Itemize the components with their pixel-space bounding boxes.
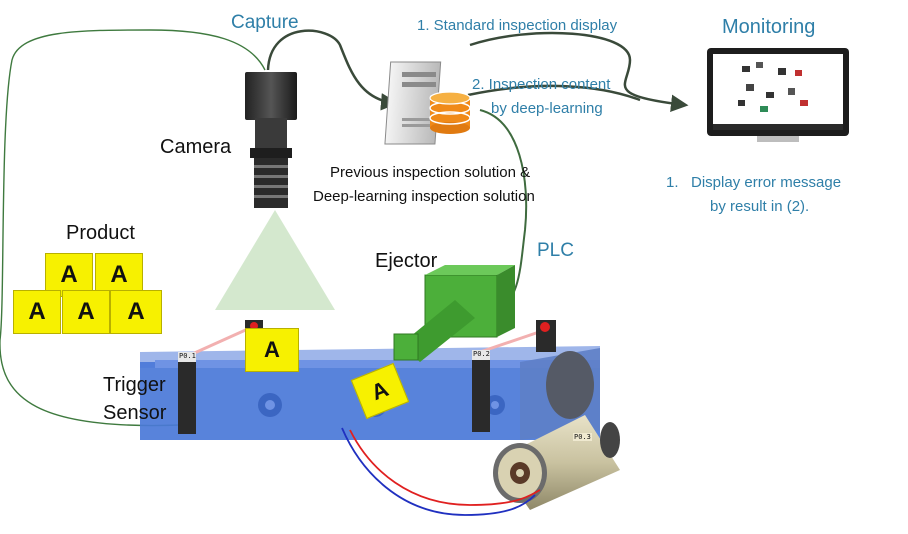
motor-wire-red — [349, 429, 541, 506]
camera-field-of-view — [215, 210, 335, 310]
server-to-monitor-arrow — [469, 31, 689, 113]
solution-label-1: Previous inspection solution & — [330, 164, 531, 181]
display-error-label-1: 1. Display error message — [666, 174, 842, 191]
product-label: Product — [66, 222, 135, 244]
product-on-conveyor: A — [245, 328, 299, 372]
ejector — [393, 265, 515, 362]
solution-label-2: Deep-learning inspection solution — [313, 188, 535, 205]
sensor-tag-left: P0.1 — [179, 352, 196, 360]
inspection-content-label-2: by deep-learning — [491, 100, 603, 117]
sensor-tag-right: P0.2 — [473, 350, 490, 358]
indicator-lamp-right — [536, 320, 556, 352]
motor-wire-blue — [341, 427, 536, 516]
standard-display-label: 1. Standard inspection display — [417, 17, 618, 34]
product-box: A — [45, 253, 93, 297]
sensor-right — [472, 350, 490, 432]
monitor — [707, 48, 849, 142]
trigger-wire — [0, 29, 266, 427]
sensor-label: Sensor — [103, 402, 167, 424]
inspection-content-label-1: 2. Inspection content — [472, 76, 611, 93]
product-box: A — [13, 290, 61, 334]
product-box: A — [110, 290, 162, 334]
camera — [245, 72, 297, 208]
capture-arrow — [266, 29, 399, 111]
display-error-label-2: by result in (2). — [710, 198, 810, 215]
server — [384, 61, 471, 145]
plc-label: PLC — [537, 240, 574, 261]
camera-label: Camera — [160, 136, 232, 158]
motor-tag: P0.3 — [573, 433, 592, 442]
monitoring-label: Monitoring — [722, 16, 816, 38]
trigger-sensor-left — [178, 352, 196, 434]
product-box: A — [62, 290, 110, 334]
trigger-label: Trigger — [103, 374, 166, 396]
ejector-label: Ejector — [375, 250, 438, 272]
capture-label: Capture — [231, 12, 299, 33]
product-box: A — [95, 253, 143, 297]
server-to-monitor-arrow-2 — [467, 84, 641, 102]
